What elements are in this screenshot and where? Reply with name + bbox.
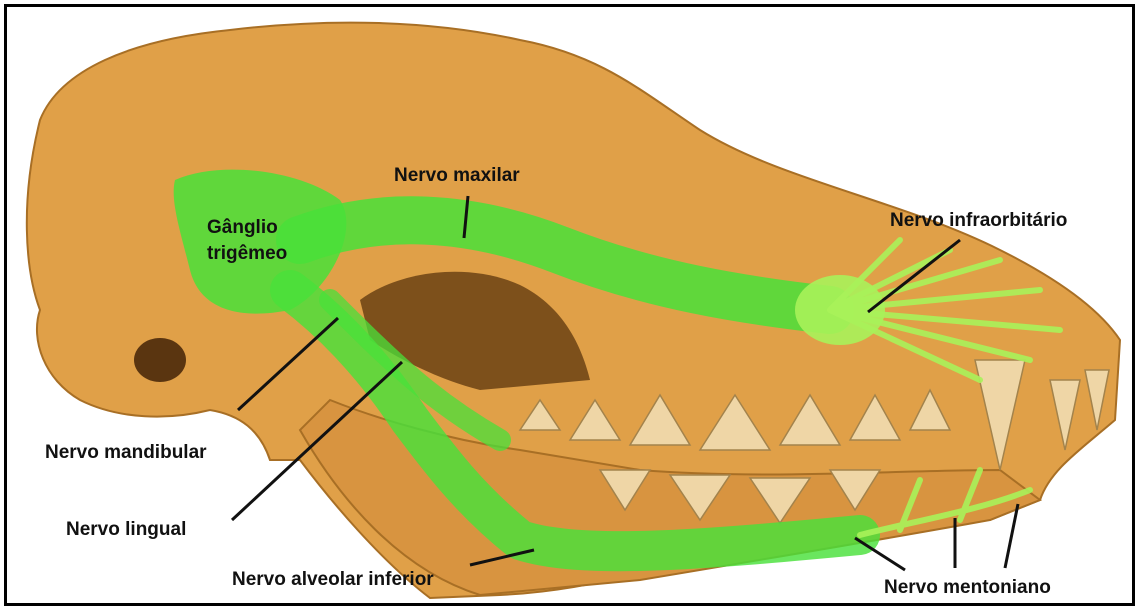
label-trigeminal-ganglion-line2: trigêmeo — [207, 244, 287, 265]
label-inferior-alveolar-nerve: Nervo alveolar inferior — [232, 570, 434, 591]
label-lingual-nerve: Nervo lingual — [66, 520, 186, 541]
label-mandibular-nerve: Nervo mandibular — [45, 443, 207, 464]
label-infraorbital-nerve: Nervo infraorbitário — [890, 211, 1067, 232]
label-trigeminal-ganglion-line1: Gânglio — [207, 218, 278, 239]
label-maxillary-nerve: Nervo maxilar — [394, 166, 520, 187]
ear-opening — [134, 338, 186, 382]
label-mental-nerve: Nervo mentoniano — [884, 578, 1051, 599]
